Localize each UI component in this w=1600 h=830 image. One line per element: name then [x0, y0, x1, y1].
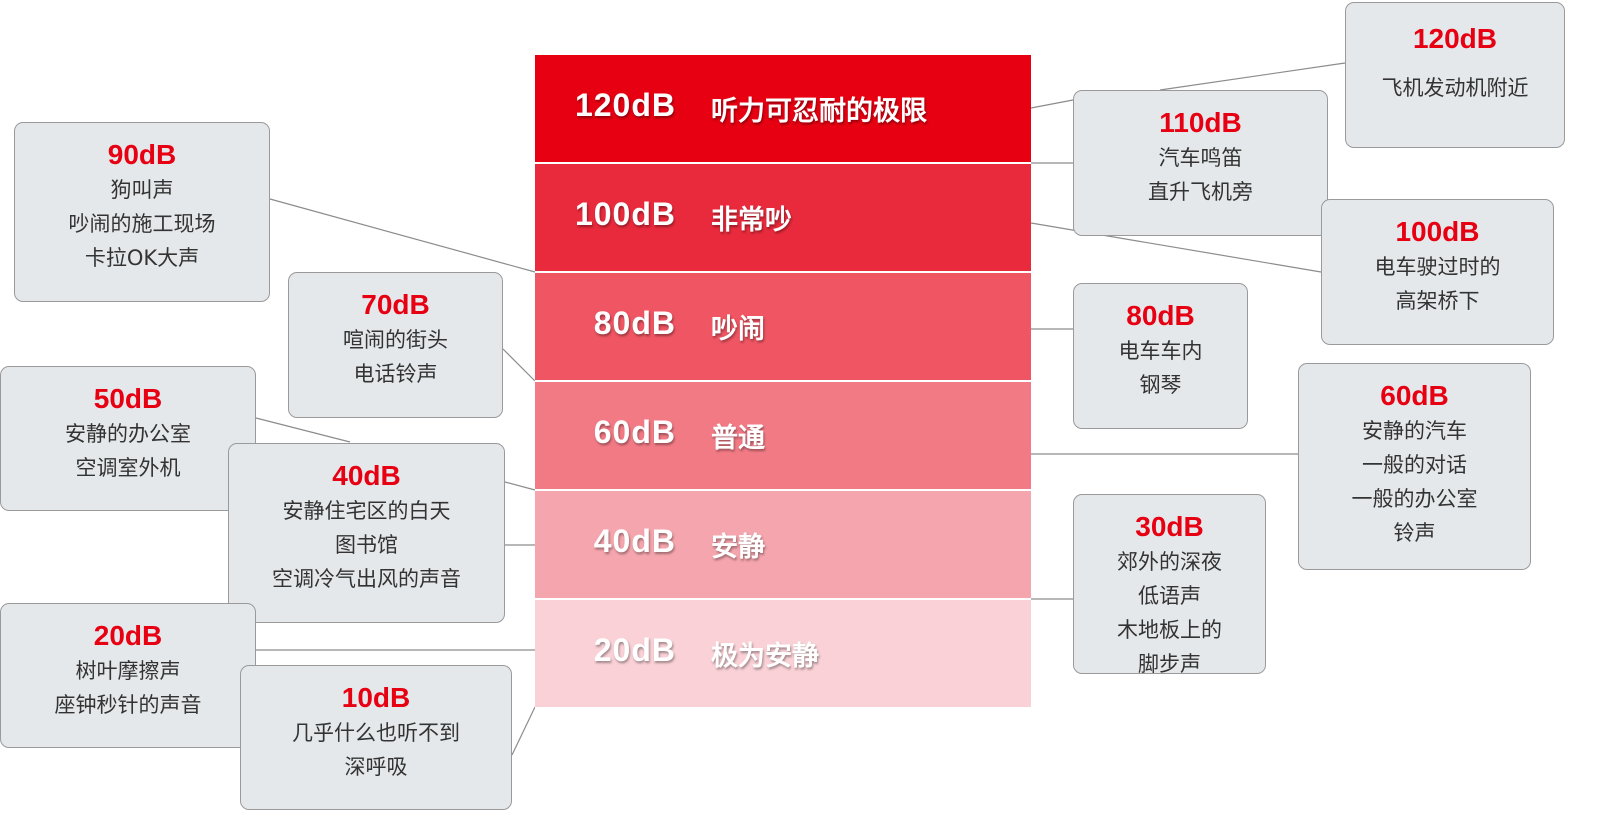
example-item: 座钟秒针的声音 — [54, 693, 202, 717]
example-item: 郊外的深夜 — [1117, 550, 1222, 574]
example-item: 电话铃声 — [353, 362, 438, 386]
example-item: 一般的办公室 — [1351, 487, 1478, 511]
connector-line — [502, 348, 536, 382]
level-bar: 100dB 非常吵 — [535, 164, 1031, 272]
example-item: 安静住宅区的白天 — [282, 499, 451, 523]
example-item: 安静的办公室 — [65, 422, 191, 446]
example-db: 70dB — [361, 289, 430, 320]
level-bar: 80dB 吵闹 — [535, 273, 1031, 381]
example-item: 电车驶过时的 — [1374, 255, 1501, 279]
example-item: 几乎什么也听不到 — [292, 721, 460, 745]
level-bar: 40dB 安静 — [535, 491, 1031, 599]
level-label: 极为安静 — [711, 641, 819, 672]
example-db: 110dB — [1159, 107, 1242, 138]
level-label: 非常吵 — [711, 205, 792, 236]
example-db: 120dB — [1412, 23, 1498, 54]
example-item: 铃声 — [1393, 521, 1436, 545]
example-db: 30dB — [1135, 511, 1204, 542]
connector-line — [1030, 99, 1074, 109]
example-db: 40dB — [332, 460, 401, 491]
example-db: 50dB — [93, 383, 163, 414]
example-box-r80: 80dB 电车车内钢琴 — [1073, 283, 1248, 429]
connector-line — [255, 417, 351, 443]
example-item: 喧闹的街头 — [343, 328, 448, 352]
example-item: 空调冷气出风的声音 — [272, 567, 461, 591]
connector-line — [269, 198, 536, 273]
example-item: 一般的对话 — [1362, 453, 1467, 477]
level-db: 80dB — [593, 305, 676, 341]
example-box-l20: 20dB 树叶摩擦声座钟秒针的声音 — [0, 603, 256, 748]
example-item: 脚步声 — [1138, 652, 1201, 676]
example-box-l90: 90dB 狗叫声吵闹的施工现场卡拉OK大声 — [14, 122, 270, 302]
connector-line — [504, 481, 536, 491]
level-label: 安静 — [711, 532, 765, 563]
level-db: 120dB — [574, 87, 676, 123]
example-box-r100: 100dB 电车驶过时的高架桥下 — [1321, 199, 1554, 345]
example-item: 图书馆 — [335, 533, 398, 557]
example-box-l10: 10dB 几乎什么也听不到深呼吸 — [240, 665, 512, 810]
example-db: 90dB — [107, 139, 177, 170]
example-db: 10dB — [341, 682, 411, 713]
example-item: 安静的汽车 — [1362, 419, 1467, 443]
example-db: 100dB — [1395, 216, 1480, 247]
example-item: 木地板上的 — [1117, 618, 1222, 642]
example-item: 直升飞机旁 — [1148, 180, 1253, 204]
example-box-l40: 40dB 安静住宅区的白天图书馆空调冷气出风的声音 — [228, 443, 505, 623]
example-item: 吵闹的施工现场 — [68, 212, 216, 236]
example-item: 卡拉OK大声 — [84, 246, 200, 270]
example-item: 汽车鸣笛 — [1158, 146, 1243, 170]
example-box-l50: 50dB 安静的办公室空调室外机 — [0, 366, 256, 511]
example-box-l70: 70dB 喧闹的街头电话铃声 — [288, 272, 503, 418]
example-db: 20dB — [93, 620, 163, 651]
example-item: 钢琴 — [1139, 373, 1182, 397]
connector-line — [1159, 62, 1346, 91]
level-label: 普通 — [711, 423, 765, 454]
example-box-r110: 110dB 汽车鸣笛直升飞机旁 — [1073, 90, 1328, 236]
level-db: 20dB — [593, 632, 676, 668]
example-db: 60dB — [1380, 380, 1449, 411]
level-bar: 20dB 极为安静 — [535, 600, 1031, 708]
connector-line — [511, 706, 536, 756]
example-db: 80dB — [1126, 300, 1195, 331]
example-item: 空调室外机 — [75, 456, 181, 480]
level-bar: 60dB 普通 — [535, 382, 1031, 490]
example-box-r30: 30dB 郊外的深夜低语声木地板上的脚步声 — [1073, 494, 1266, 676]
example-item: 高架桥下 — [1395, 289, 1480, 313]
example-box-r60: 60dB 安静的汽车一般的对话一般的办公室铃声 — [1298, 363, 1531, 570]
example-item: 狗叫声 — [110, 178, 174, 202]
level-db: 100dB — [574, 196, 676, 232]
example-item: 电车车内 — [1118, 339, 1203, 363]
example-item: 深呼吸 — [344, 755, 408, 779]
example-box-r120: 120dB 飞机发动机附近 — [1345, 2, 1565, 148]
level-label: 听力可忍耐的极限 — [711, 96, 927, 127]
example-item: 树叶摩擦声 — [75, 659, 181, 683]
level-bar: 120dB 听力可忍耐的极限 — [535, 55, 1031, 163]
level-label: 吵闹 — [711, 314, 765, 345]
example-item: 低语声 — [1138, 584, 1201, 608]
level-db: 40dB — [593, 523, 676, 559]
example-item: 飞机发动机附近 — [1381, 76, 1529, 100]
level-db: 60dB — [593, 414, 676, 450]
